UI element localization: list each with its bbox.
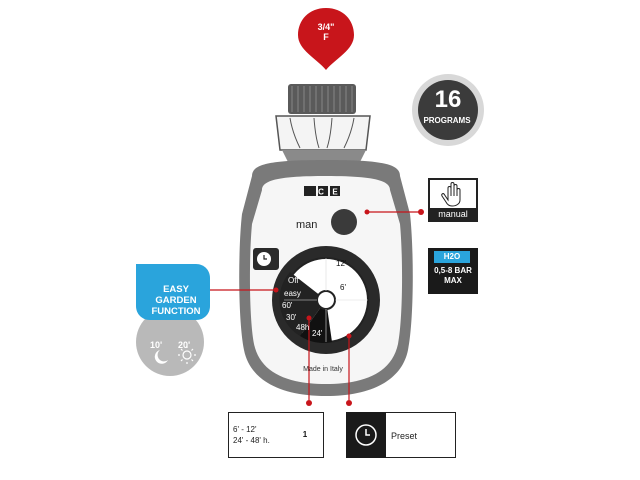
pressure-range-value: 0,5-8 BAR xyxy=(434,266,472,275)
programs-badge xyxy=(412,74,484,146)
dial-label-24: 24' xyxy=(312,329,323,338)
programs-count: 16 xyxy=(434,86,462,113)
manual-button[interactable] xyxy=(331,209,357,235)
dial-label-30: 30' xyxy=(286,313,297,322)
manual-button-text: man xyxy=(296,219,318,231)
cycle-range-line2: 24' - 48' h. xyxy=(233,436,270,445)
manual-callout-box xyxy=(428,178,478,222)
connector-size-label: 3/4" F xyxy=(306,22,346,42)
hand-icon xyxy=(441,182,461,207)
easy-garden-option-day: 20' xyxy=(178,340,191,350)
valve-nut xyxy=(275,84,371,162)
dial-label-12: 12' xyxy=(336,259,347,268)
connector-size: 3/4" xyxy=(317,22,335,32)
preset-clock-icon xyxy=(355,424,377,446)
dial-label-60: 60' xyxy=(282,301,293,310)
brand-logo: C E xyxy=(304,186,340,197)
program-dial[interactable] xyxy=(272,246,380,354)
made-in-label: Made in Italy xyxy=(303,366,343,373)
easy-garden-title-line3: FUNCTION xyxy=(151,306,201,317)
leader-lines xyxy=(208,211,420,400)
cycle-step-number: 1 xyxy=(302,430,308,439)
connector-type: F xyxy=(323,32,329,42)
connector-pin-icon xyxy=(298,8,354,70)
easy-garden-title-line2: GARDEN xyxy=(155,295,197,306)
manual-label: manual xyxy=(430,208,476,221)
svg-text:E: E xyxy=(332,188,338,197)
leader-dots xyxy=(273,209,424,406)
clock-icon xyxy=(253,248,279,270)
cycle-callout-box xyxy=(228,412,324,458)
dial-label-48h: 48h xyxy=(296,323,309,332)
easy-garden-title: EASY GARDEN FUNCTION xyxy=(138,284,214,317)
pressure-max-label: MAX xyxy=(444,276,462,285)
pressure-range: 0,5-8 BAR MAX xyxy=(428,266,478,286)
dial-label-off: Off xyxy=(288,276,299,285)
svg-text:C: C xyxy=(318,188,324,197)
moon-icon xyxy=(154,350,168,364)
programs-label: PROGRAMS xyxy=(423,116,471,125)
dial-label-easy: easy xyxy=(284,289,301,298)
dial-label-6: 6' xyxy=(340,283,346,292)
sun-icon xyxy=(178,346,196,364)
easy-garden-option-night: 10' xyxy=(150,340,163,350)
easy-garden-title-line1: EASY xyxy=(163,284,189,295)
h2o-tag: H2O xyxy=(434,251,470,263)
cycle-range-line1: 6' - 12' xyxy=(233,425,257,434)
preset-label: Preset xyxy=(391,431,418,441)
